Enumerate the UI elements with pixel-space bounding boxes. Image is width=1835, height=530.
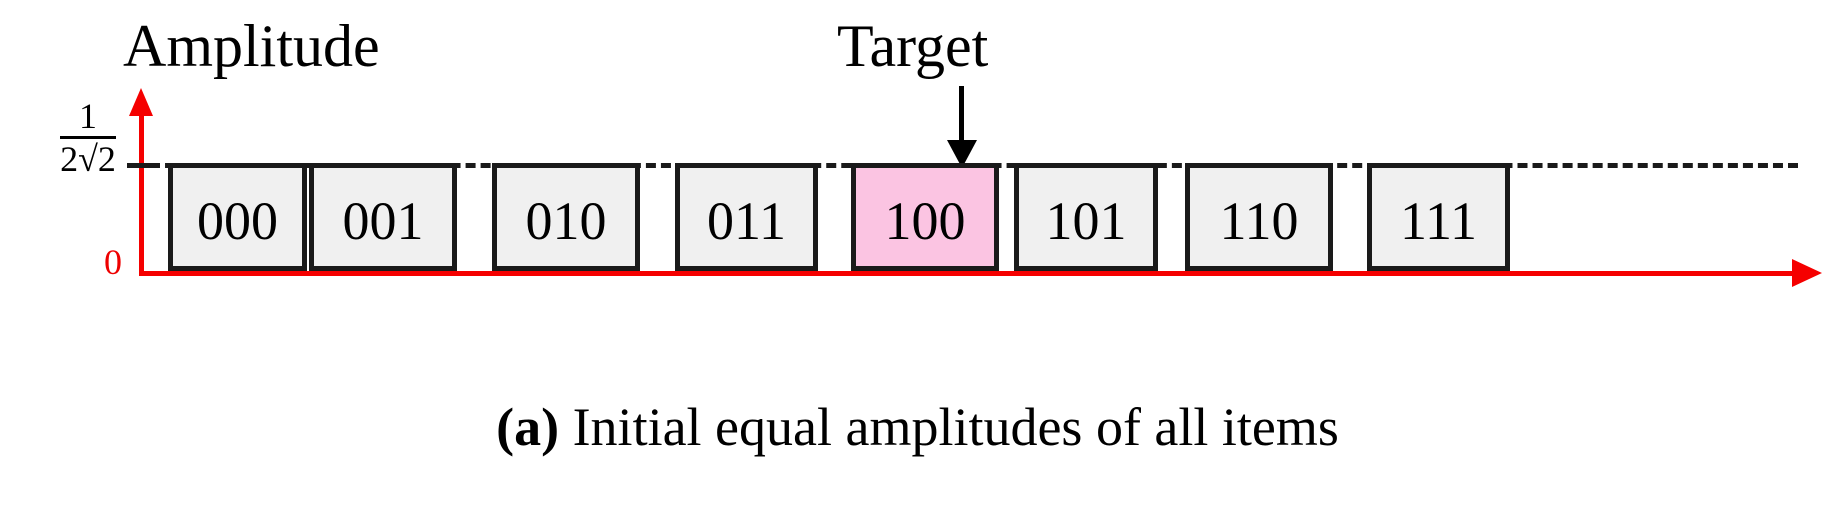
bar-label: 000 bbox=[197, 191, 278, 251]
bar-group: 000 001 010 011 100 101 110 111 bbox=[139, 163, 1799, 276]
y-tick-denominator: 2√2 bbox=[60, 139, 116, 179]
x-axis-line bbox=[139, 271, 1796, 276]
bar-label: 010 bbox=[525, 191, 607, 251]
amplitude-axis-title: Amplitude bbox=[123, 13, 380, 79]
caption-text: Initial equal amplitudes of all items bbox=[559, 397, 1339, 457]
bar-label: 001 bbox=[342, 191, 424, 251]
target-arrow-shaft bbox=[959, 86, 964, 144]
bar-label: 011 bbox=[707, 191, 786, 251]
y-axis-tick-mark bbox=[127, 163, 155, 168]
bar-110: 110 bbox=[1185, 163, 1333, 271]
bar-label: 111 bbox=[1400, 191, 1477, 251]
bar-label: 100 bbox=[884, 191, 966, 251]
bar-011: 011 bbox=[675, 163, 818, 271]
figure-caption: (a) Initial equal amplitudes of all item… bbox=[0, 396, 1835, 458]
y-axis-zero-label: 0 bbox=[104, 242, 122, 282]
target-annotation-label: Target bbox=[837, 13, 989, 79]
bar-000: 000 bbox=[168, 163, 307, 271]
y-axis-tick-value: 1 2√2 bbox=[40, 98, 136, 177]
bar-101: 101 bbox=[1014, 163, 1158, 271]
bar-001: 001 bbox=[309, 163, 457, 271]
y-tick-numerator: 1 bbox=[60, 98, 116, 139]
y-axis-arrow-icon bbox=[129, 88, 153, 116]
bar-010: 010 bbox=[492, 163, 640, 271]
bar-111: 111 bbox=[1367, 163, 1510, 271]
bar-100-target: 100 bbox=[851, 163, 999, 271]
y-axis-line bbox=[139, 112, 144, 275]
x-axis-arrow-icon bbox=[1792, 259, 1822, 287]
bar-label: 101 bbox=[1045, 191, 1127, 251]
caption-index: (a) bbox=[496, 397, 560, 457]
bar-label: 110 bbox=[1219, 191, 1299, 251]
